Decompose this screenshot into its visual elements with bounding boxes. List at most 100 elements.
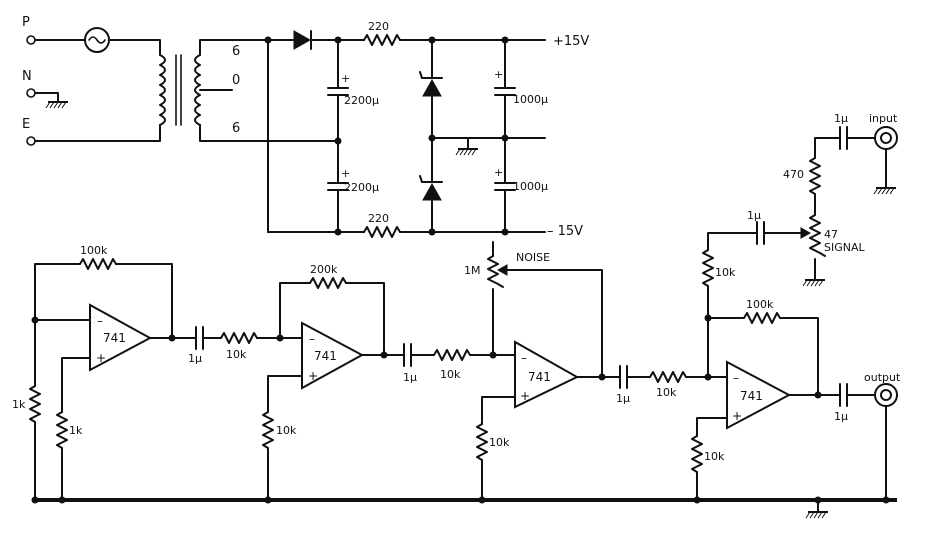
- stage2-opamp: [301, 321, 365, 390]
- stage1-feedback-resistor-icon: [79, 258, 117, 270]
- stage-3: 1M NOISE – + 741 10k 1µ 10k: [464, 241, 709, 504]
- stage1-minus: –: [97, 314, 103, 328]
- stage1-series-resistor-icon: [220, 332, 258, 344]
- stage2-feedback-label: 200k: [310, 263, 338, 276]
- stage3-plus: +: [520, 389, 530, 403]
- signal-pot-name: SIGNAL: [824, 241, 866, 254]
- tap-mid-label: 0: [232, 73, 240, 88]
- tap-bot-label: 6: [232, 121, 240, 136]
- main-ground-icon: [804, 510, 830, 520]
- stage4-minus: –: [733, 371, 739, 385]
- input-label: input: [869, 112, 898, 125]
- terminal-e: [26, 136, 36, 146]
- stage3-r-plus-label: 10k: [489, 436, 510, 449]
- cap-bot-plus: +: [341, 167, 350, 180]
- cap-top-plus: +: [341, 72, 350, 85]
- stage1-r-plus-label: 1k: [69, 424, 83, 437]
- stage2-plus-resistor-icon: [262, 411, 274, 449]
- stage1-op-label: 741: [103, 331, 126, 345]
- res-bot-label: 220: [368, 212, 389, 225]
- stage1-r-ground-label: 1k: [12, 398, 26, 411]
- label-n: N: [22, 69, 32, 84]
- stage1-ground-resistor-icon: [29, 385, 41, 423]
- stage2-op-label: 741: [314, 349, 337, 363]
- stage-2: 200k – + 741 10k 1µ 10k: [262, 263, 494, 504]
- noise-pot-icon: [487, 255, 504, 288]
- stage4-feedback-label: 100k: [746, 298, 774, 311]
- output-jack-icon: [874, 383, 898, 407]
- label-e: E: [22, 117, 30, 132]
- terminal-p: [26, 35, 36, 45]
- output-label: output: [864, 371, 901, 384]
- res-top-label: 220: [368, 20, 389, 33]
- signal-resistor-icon: [702, 249, 714, 287]
- transformer: 6 0 6: [159, 39, 269, 142]
- stage4-plus-resistor-icon: [691, 435, 703, 473]
- stage4-plus: +: [732, 409, 742, 423]
- stage2-series-label: 10k: [440, 368, 461, 381]
- stage4-feedback-resistor-icon: [743, 312, 781, 324]
- stage3-op-label: 741: [528, 370, 551, 384]
- label-p: P: [22, 15, 30, 30]
- input-jack-icon: [874, 126, 898, 150]
- cap-top-label: 2200µ: [344, 94, 379, 107]
- stage2-minus: –: [309, 332, 315, 346]
- signal-cap-label: 1µ: [747, 209, 761, 222]
- stage1-opamp: [89, 303, 153, 372]
- noise-wiper-arrow-icon: [496, 264, 508, 276]
- signal-wiper-arrow-icon: [800, 227, 812, 239]
- stage1-feedback-label: 100k: [80, 244, 108, 257]
- stage2-feedback-resistor-icon: [309, 277, 347, 289]
- stage3-series-label: 10k: [656, 386, 677, 399]
- stage-1: 100k – + 741 1k 1k 1µ 10k: [12, 244, 281, 504]
- rail-neg-label: – 15V: [547, 224, 583, 239]
- stage1-plus-resistor-icon: [56, 411, 68, 449]
- stage1-cap-label: 1µ: [188, 352, 202, 365]
- cap-out-bot-plus: +: [494, 166, 503, 179]
- tap-top-label: 6: [232, 44, 240, 59]
- stage-4: input 1µ 470 47 SIGNAL 1µ 10k 100k: [691, 112, 901, 504]
- resistor-top-icon: [363, 34, 401, 46]
- stage3-opamp: [514, 340, 580, 409]
- input-ground-icon: [872, 186, 898, 196]
- secondary-coil-icon: [194, 54, 201, 126]
- stage3-plus-resistor-icon: [476, 423, 488, 461]
- zener-top-icon: [422, 78, 442, 97]
- stage2-series-resistor-icon: [433, 349, 471, 361]
- primary-coil-icon: [159, 54, 166, 126]
- input-cap-label: 1µ: [834, 112, 848, 125]
- cap-out-top-label: 1000µ: [513, 93, 548, 106]
- input-resistor-label: 470: [783, 168, 804, 181]
- ground-icon: [45, 101, 69, 109]
- stage3-cap-label: 1µ: [616, 392, 630, 405]
- stage3-series-resistor-icon: [649, 371, 687, 383]
- input-resistor-icon: [809, 157, 821, 195]
- noise-pot-label: 1M: [464, 264, 481, 277]
- stage4-opamp: [726, 360, 792, 430]
- stage3-minus: –: [521, 351, 527, 365]
- signal-pot-icon: [809, 214, 826, 257]
- stage1-series-label: 10k: [226, 348, 247, 361]
- stage2-r-plus-label: 10k: [276, 424, 297, 437]
- stage1-plus: +: [96, 351, 106, 365]
- power-supply: 220 +15V + 2200µ + 2200µ 220 – 15V: [264, 20, 589, 239]
- signal-pot-value: 47: [824, 228, 838, 241]
- zener-bot-icon: [422, 182, 442, 201]
- stage2-cap-label: 1µ: [403, 371, 417, 384]
- mains-input: P N E: [22, 15, 161, 146]
- stage4-op-label: 741: [740, 389, 763, 403]
- psu-ground-icon: [454, 147, 480, 157]
- noise-pot-name: NOISE: [516, 251, 550, 264]
- rectifier-diode-icon: [293, 30, 312, 50]
- cap-out-bot-label: 1000µ: [513, 180, 548, 193]
- stage4-r-plus-label: 10k: [704, 450, 725, 463]
- cap-bot-label: 2200µ: [344, 181, 379, 194]
- output-cap-label: 1µ: [834, 410, 848, 423]
- terminal-n: [26, 88, 36, 98]
- signal-resistor-label: 10k: [715, 266, 736, 279]
- stage2-plus: +: [308, 369, 318, 383]
- cap-out-top-plus: +: [494, 68, 503, 81]
- resistor-bot-icon: [363, 226, 401, 238]
